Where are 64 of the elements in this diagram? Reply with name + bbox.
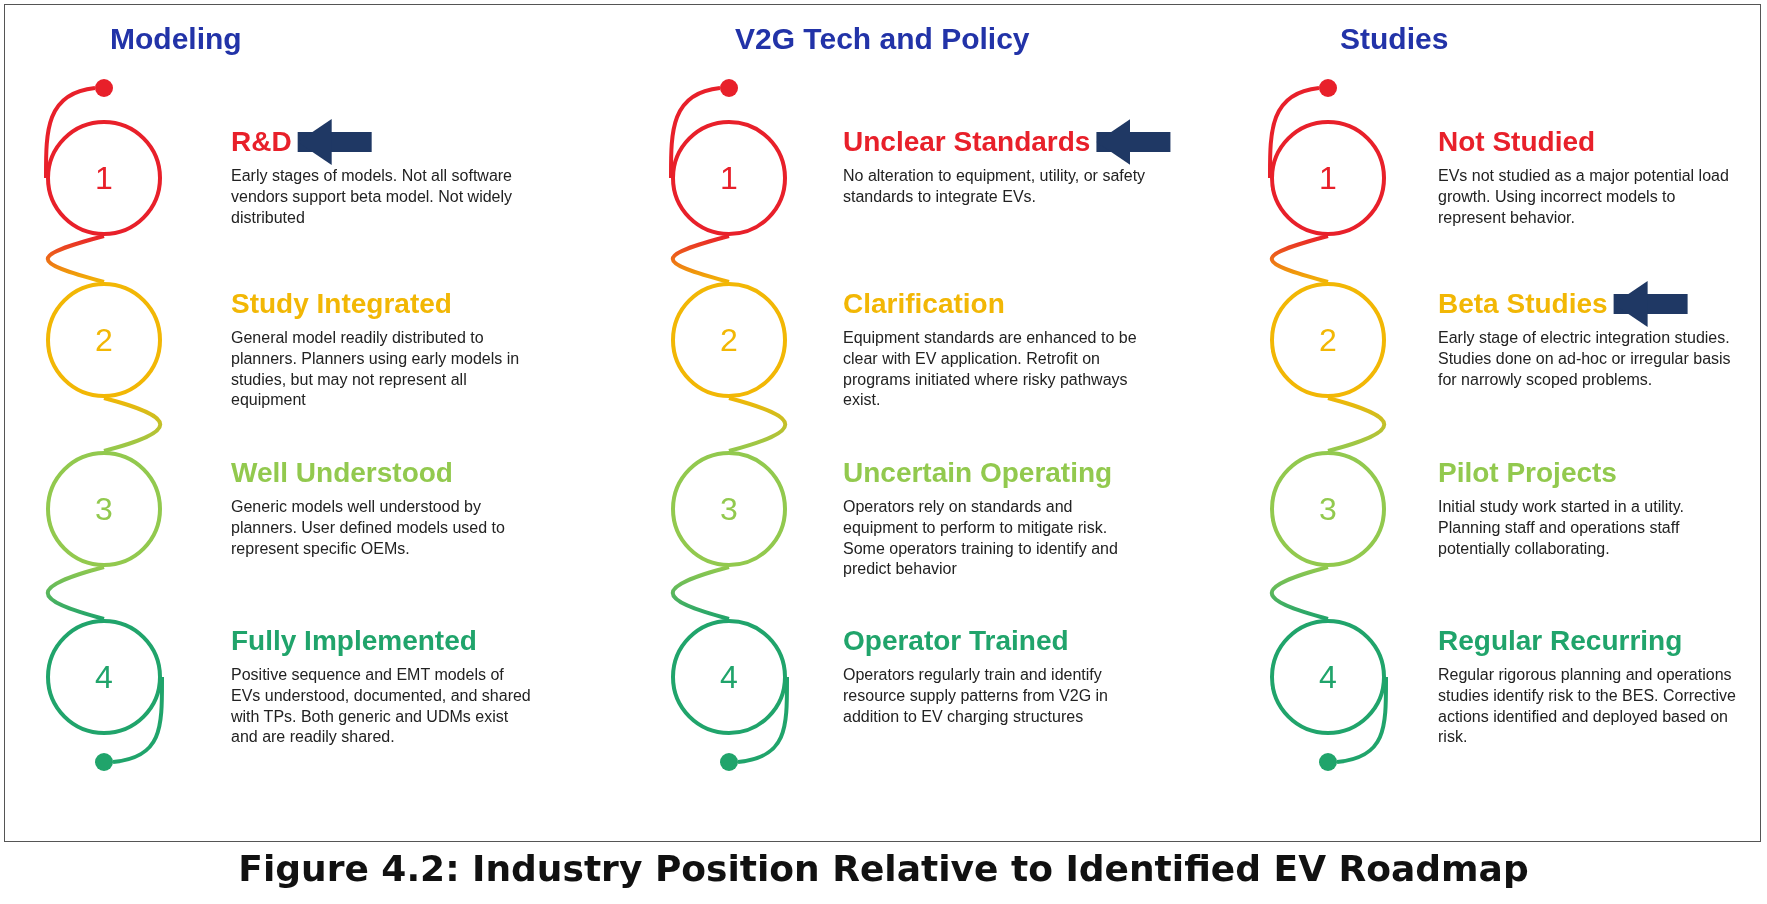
stage-title: R&D (231, 126, 292, 158)
stage-description: Operators rely on standards and equipment to perform to mitigate risk. Some operators training to identify and predict behavior (843, 497, 1119, 580)
connector-curve (1336, 677, 1388, 764)
stage-number-circle: 3 (671, 451, 787, 567)
stage-description: Early stages of models. Not all software vendors support beta model. Not widely distributed (231, 166, 514, 228)
end-dot (1319, 753, 1337, 771)
stage-title: Clarification (843, 288, 1005, 320)
stage-number-circle: 4 (1270, 619, 1386, 735)
connector-curve (1269, 234, 1329, 284)
end-dot (95, 79, 113, 97)
stage-number-circle: 3 (46, 451, 162, 567)
connector-curve (728, 396, 787, 453)
stage-title: Fully Implemented (231, 625, 477, 657)
stage-description: Operators regularly train and identify resource supply patterns from V2G in addition to EV charging structures (843, 665, 1109, 727)
block-arrow (1096, 119, 1171, 165)
figure-caption: Figure 4.2: Industry Position Relative to Identified EV Roadmap (237, 848, 1530, 889)
stage-description: Positive sequence and EMT models of EVs understood, documented, and shared with TPs. Both generic and UDMs exist and are readily shared. (231, 665, 532, 748)
connector-curve (671, 565, 730, 621)
stage-number-circle: 1 (1270, 120, 1386, 236)
stage-title: Unclear Standards (843, 126, 1091, 158)
stage-title: Regular Recurring (1438, 625, 1683, 657)
stage-number-circle: 4 (46, 619, 162, 735)
stage-title: Beta Studies (1438, 288, 1608, 320)
column-heading: V2G Tech and Policy (735, 22, 1030, 56)
end-dot (720, 79, 738, 97)
stage-description: Early stage of electric integration studies. Studies done on ad-hoc or irregular basis for narrowly scoped problems. (1438, 328, 1732, 390)
stage-description: Equipment standards are enhanced to be clear with EV application. Retrofit on programs initiated where risky pathways exist. (843, 328, 1138, 411)
stage-description: No alteration to equipment, utility, or safety standards to integrate EVs. (843, 166, 1147, 207)
connector-curve (1327, 396, 1386, 453)
connector-curve (45, 234, 105, 284)
connector-curve (669, 86, 721, 178)
stage-description: General model readily distributed to planners. Planners using early models in studies, but may not represent all equipment (231, 328, 521, 411)
connector-curve (1268, 86, 1320, 178)
end-dot (1319, 79, 1337, 97)
stage-description: EVs not studied as a major potential load growth. Using incorrect models to represent behavior. (1438, 166, 1730, 228)
end-dot (720, 753, 738, 771)
stage-description: Initial study work started in a utility. Planning staff and operations staff potentially collaborating. (1438, 497, 1686, 559)
connector-curve (44, 86, 96, 178)
stage-number-circle: 2 (46, 282, 162, 398)
stage-description: Regular rigorous planning and operations studies identify risk to the BES. Corrective actions identified and deployed based on risk. (1438, 665, 1737, 748)
stage-title: Well Understood (231, 457, 453, 489)
stage-number-circle: 3 (1270, 451, 1386, 567)
stage-title: Study Integrated (231, 288, 452, 320)
stage-number-circle: 2 (671, 282, 787, 398)
block-arrow (1613, 281, 1688, 327)
stage-title: Operator Trained (843, 625, 1069, 657)
stage-number-circle: 1 (46, 120, 162, 236)
stage-description: Generic models well understood by planners. User defined models used to represent specific OEMs. (231, 497, 506, 559)
connector-curve (46, 565, 105, 621)
stage-title: Uncertain Operating (843, 457, 1113, 489)
stage-number-circle: 1 (671, 120, 787, 236)
connector-curve (103, 396, 162, 453)
connector-curve (670, 234, 730, 284)
connector-curve (737, 677, 789, 764)
stage-title: Pilot Projects (1438, 457, 1617, 489)
stage-number-circle: 2 (1270, 282, 1386, 398)
stage-number-circle: 4 (671, 619, 787, 735)
stage-title: Not Studied (1438, 126, 1596, 158)
connector-curve (1270, 565, 1329, 621)
connector-curve (112, 677, 164, 764)
column-heading: Modeling (110, 22, 242, 56)
block-arrow (297, 119, 372, 165)
end-dot (95, 753, 113, 771)
column-heading: Studies (1340, 22, 1449, 56)
